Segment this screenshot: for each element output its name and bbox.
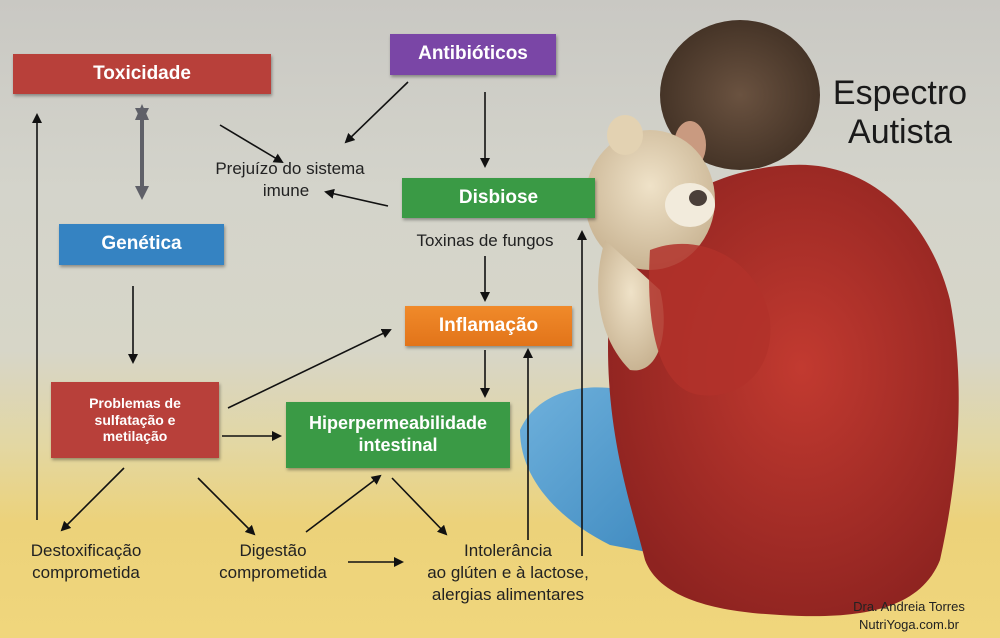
node-hiperpermeabilidade-intestinal: Hiperpermeabilidade intestinal	[286, 402, 510, 468]
label-intolerancia-line2: ao glúten e à lactose,	[427, 563, 589, 583]
title-line2: Autista	[848, 113, 952, 152]
author-credit: Dra. Andreia Torres NutriYoga.com.br	[824, 598, 994, 634]
label-digestao-line1: Digestão	[239, 541, 307, 560]
label-prejuizo-line1: Prejuízo do sistema	[215, 159, 365, 178]
node-antibioticos: Antibióticos	[390, 34, 556, 75]
node-hiper-line2: intestinal	[358, 435, 438, 455]
node-toxicidade: Toxicidade	[13, 54, 271, 94]
node-antibioticos-label: Antibióticos	[418, 43, 528, 65]
node-problemas-line2: sulfatação e	[94, 411, 176, 428]
node-problemas-sulfatacao-metilacao: Problemas de sulfatação e metilação	[51, 382, 219, 458]
node-problemas-line3: metilação	[102, 428, 168, 445]
node-problemas-line1: Problemas de	[89, 394, 181, 411]
node-toxicidade-label: Toxicidade	[93, 62, 191, 84]
label-prejuizo-line2: imune	[262, 181, 310, 201]
label-digestao-line2: comprometida	[219, 563, 327, 583]
node-genetica-label: Genética	[101, 233, 182, 255]
node-disbiose-label: Disbiose	[458, 186, 539, 208]
label-intolerancia-line3: alergias alimentares	[431, 585, 585, 605]
label-destox-line2: comprometida	[32, 563, 140, 583]
label-intolerancia-line1: Intolerância	[464, 541, 552, 560]
label-intolerancia-alergias: Intolerância ao glúten e à lactose, aler…	[400, 540, 616, 606]
label-prejuizo-sistema-imune: Prejuízo do sistema imune	[190, 158, 390, 202]
node-genetica: Genética	[59, 224, 224, 265]
label-toxinas-de-fungos: Toxinas de fungos	[416, 231, 554, 250]
node-disbiose: Disbiose	[402, 178, 595, 218]
label-destox-line1: Destoxificação	[30, 541, 142, 560]
credit-author: Dra. Andreia Torres	[853, 598, 965, 614]
credit-site: NutriYoga.com.br	[859, 616, 959, 632]
node-inflamacao-label: Inflamação	[438, 314, 539, 336]
label-destoxificacao-comprometida: Destoxificação comprometida	[6, 540, 166, 584]
title-espectro-autista: Espectro Autista	[812, 74, 988, 152]
title-line1: Espectro	[832, 74, 968, 112]
label-digestao-comprometida: Digestão comprometida	[202, 540, 344, 584]
node-inflamacao: Inflamação	[405, 306, 572, 346]
node-hiper-line1: Hiperpermeabilidade	[308, 413, 488, 434]
